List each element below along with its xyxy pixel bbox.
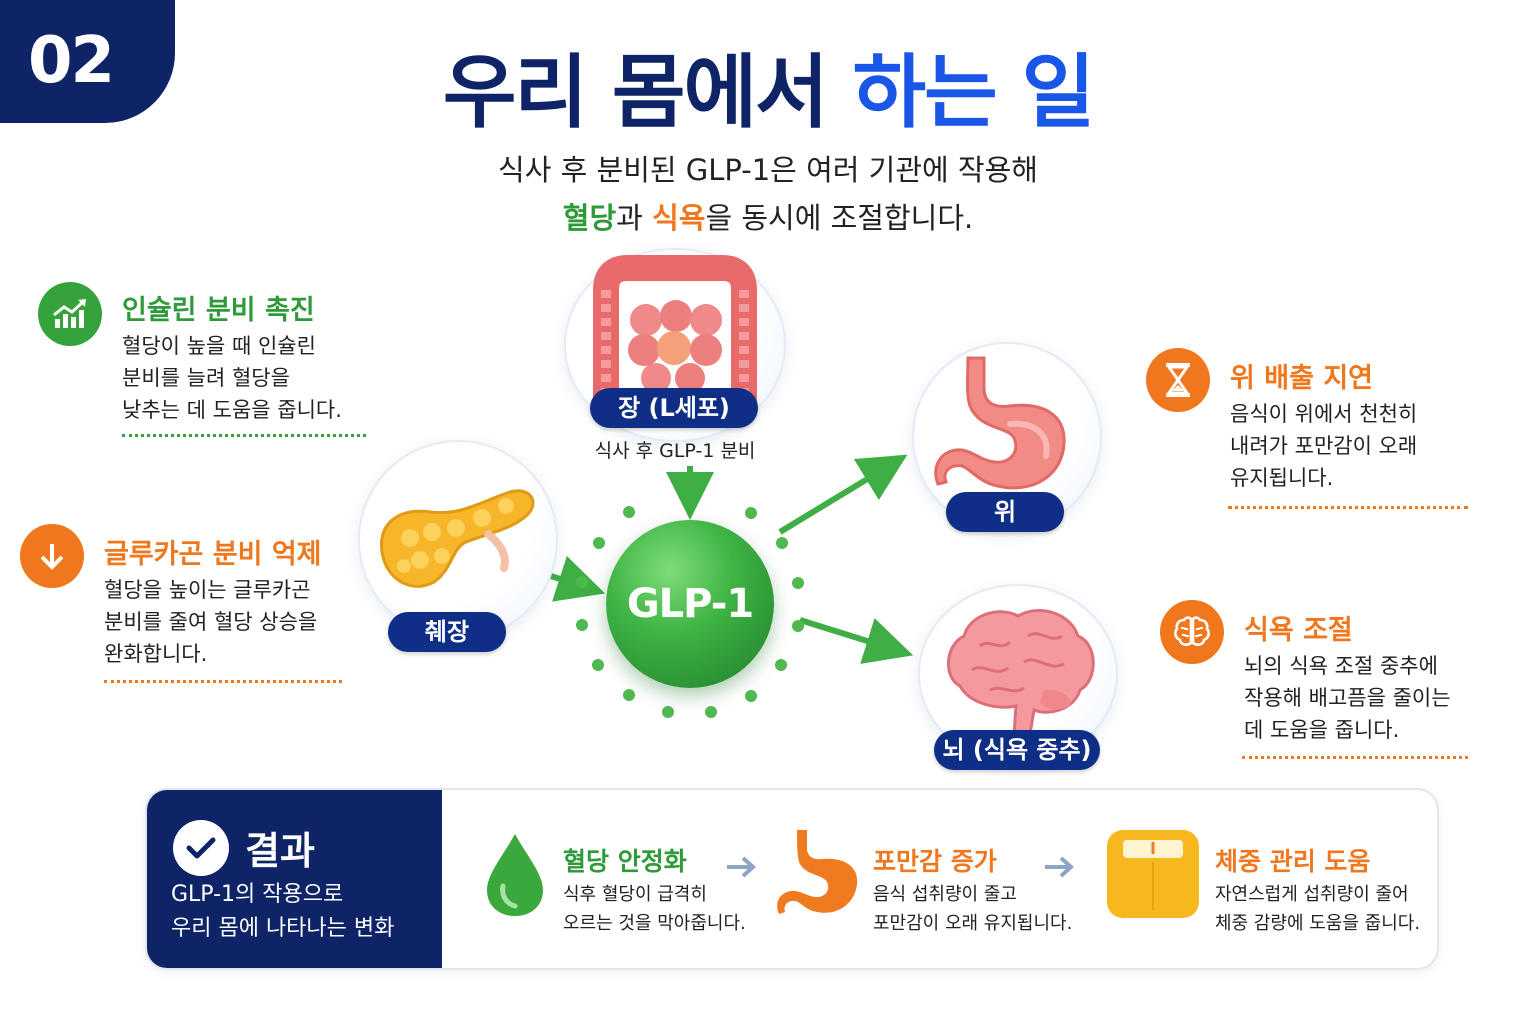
result-item-3-title: 체중 관리 도움	[1215, 847, 1371, 876]
result-header: 결과 GLP-1의 작용으로 우리 몸에 나타나는 변화	[147, 790, 442, 968]
result-item-1-desc: 식후 혈당이 급격히 오르는 것을 막아줍니다.	[563, 884, 746, 934]
intestine-icon	[593, 255, 757, 413]
divider	[1242, 756, 1468, 759]
glp1-particle	[745, 506, 758, 519]
glp1-center: GLP-1	[606, 520, 774, 688]
arrow-right-icon	[725, 854, 759, 884]
pancreas-label: 췌장	[388, 612, 506, 652]
stomach-icon	[773, 826, 863, 926]
glp1-particle	[576, 576, 589, 589]
result-desc: GLP-1의 작용으로 우리 몸에 나타나는 변화	[171, 882, 395, 941]
brain-label: 뇌 (식욕 중추)	[934, 730, 1100, 770]
result-item-2-desc: 음식 섭취량이 줄고 포만감이 오래 유지됩니다.	[873, 884, 1073, 934]
page-subtitle: 식사 후 분비된 GLP-1은 여러 기관에 작용해 혈당과 식욕을 동시에 조…	[0, 146, 1536, 242]
arrow-right-icon	[1043, 854, 1077, 884]
arrow-glp-brain	[799, 617, 914, 664]
chart-up-icon	[38, 282, 102, 346]
gastric-delay-desc: 음식이 위에서 천천히 내려가 포만감이 오래 유지됩니다.	[1230, 402, 1418, 490]
check-icon	[173, 820, 229, 876]
stomach-icon	[934, 356, 1066, 490]
glp1-particle	[592, 658, 605, 671]
glucagon-title: 글루카곤 분비 억제	[104, 539, 322, 570]
glp1-label: GLP-1	[626, 581, 754, 627]
glp1-particle	[622, 689, 635, 702]
appetite-title: 식욕 조절	[1244, 615, 1353, 646]
intestine-caption: 식사 후 GLP-1 분비	[594, 440, 756, 462]
glp1-particle	[775, 659, 788, 672]
glp1-particle	[576, 619, 589, 632]
intestine-label: 장 (L세포)	[590, 388, 758, 428]
page-title: 우리 몸에서 하는 일	[442, 46, 1095, 139]
divider	[104, 680, 342, 683]
glp1-particle	[705, 705, 718, 718]
result-item-2-title: 포만감 증가	[873, 847, 997, 876]
result-title: 결과	[245, 829, 315, 873]
pancreas-circle	[358, 440, 558, 640]
arrow-down-icon	[20, 524, 84, 588]
glp1-particle	[592, 536, 605, 549]
scale-icon	[1107, 830, 1199, 918]
pancreas-icon	[380, 489, 535, 588]
glp1-particle	[791, 619, 804, 632]
gastric-delay-title: 위 배출 지연	[1230, 363, 1373, 394]
brain-icon	[1160, 600, 1224, 664]
glp1-particle	[662, 705, 675, 718]
glp1-particle	[744, 689, 757, 702]
insulin-title: 인슐린 분비 촉진	[122, 295, 315, 326]
glp1-particle	[775, 537, 788, 550]
glp1-particle	[791, 576, 804, 589]
arrow-glp-stomach	[778, 454, 908, 535]
stomach-label: 위	[946, 492, 1064, 532]
result-panel: 결과 GLP-1의 작용으로 우리 몸에 나타나는 변화 혈당 안정화 식후 혈…	[145, 788, 1439, 970]
result-item-1-title: 혈당 안정화	[563, 847, 687, 876]
subtitle-line-2: 혈당과 식욕을 동시에 조절합니다.	[562, 201, 974, 235]
appetite-desc: 뇌의 식욕 조절 중추에 작용해 배고픔을 줄이는 데 도움을 줍니다.	[1244, 654, 1451, 742]
subtitle-line-1: 식사 후 분비된 GLP-1은 여러 기관에 작용해	[498, 153, 1038, 187]
divider	[1228, 506, 1468, 509]
hourglass-icon	[1146, 348, 1210, 412]
section-badge: 02	[0, 0, 175, 123]
glucagon-desc: 혈당을 높이는 글루카곤 분비를 줄여 혈당 상승을 완화합니다.	[104, 578, 318, 666]
divider	[122, 434, 366, 437]
drop-icon	[483, 830, 547, 924]
glp1-particle	[623, 506, 636, 519]
brain-organ-icon	[947, 608, 1095, 736]
result-item-3-desc: 자연스럽게 섭취량이 줄어 체중 감량에 도움을 줍니다.	[1215, 884, 1421, 934]
insulin-desc: 혈당이 높을 때 인슐린 분비를 늘려 혈당을 낮추는 데 도움을 줍니다.	[122, 334, 342, 422]
